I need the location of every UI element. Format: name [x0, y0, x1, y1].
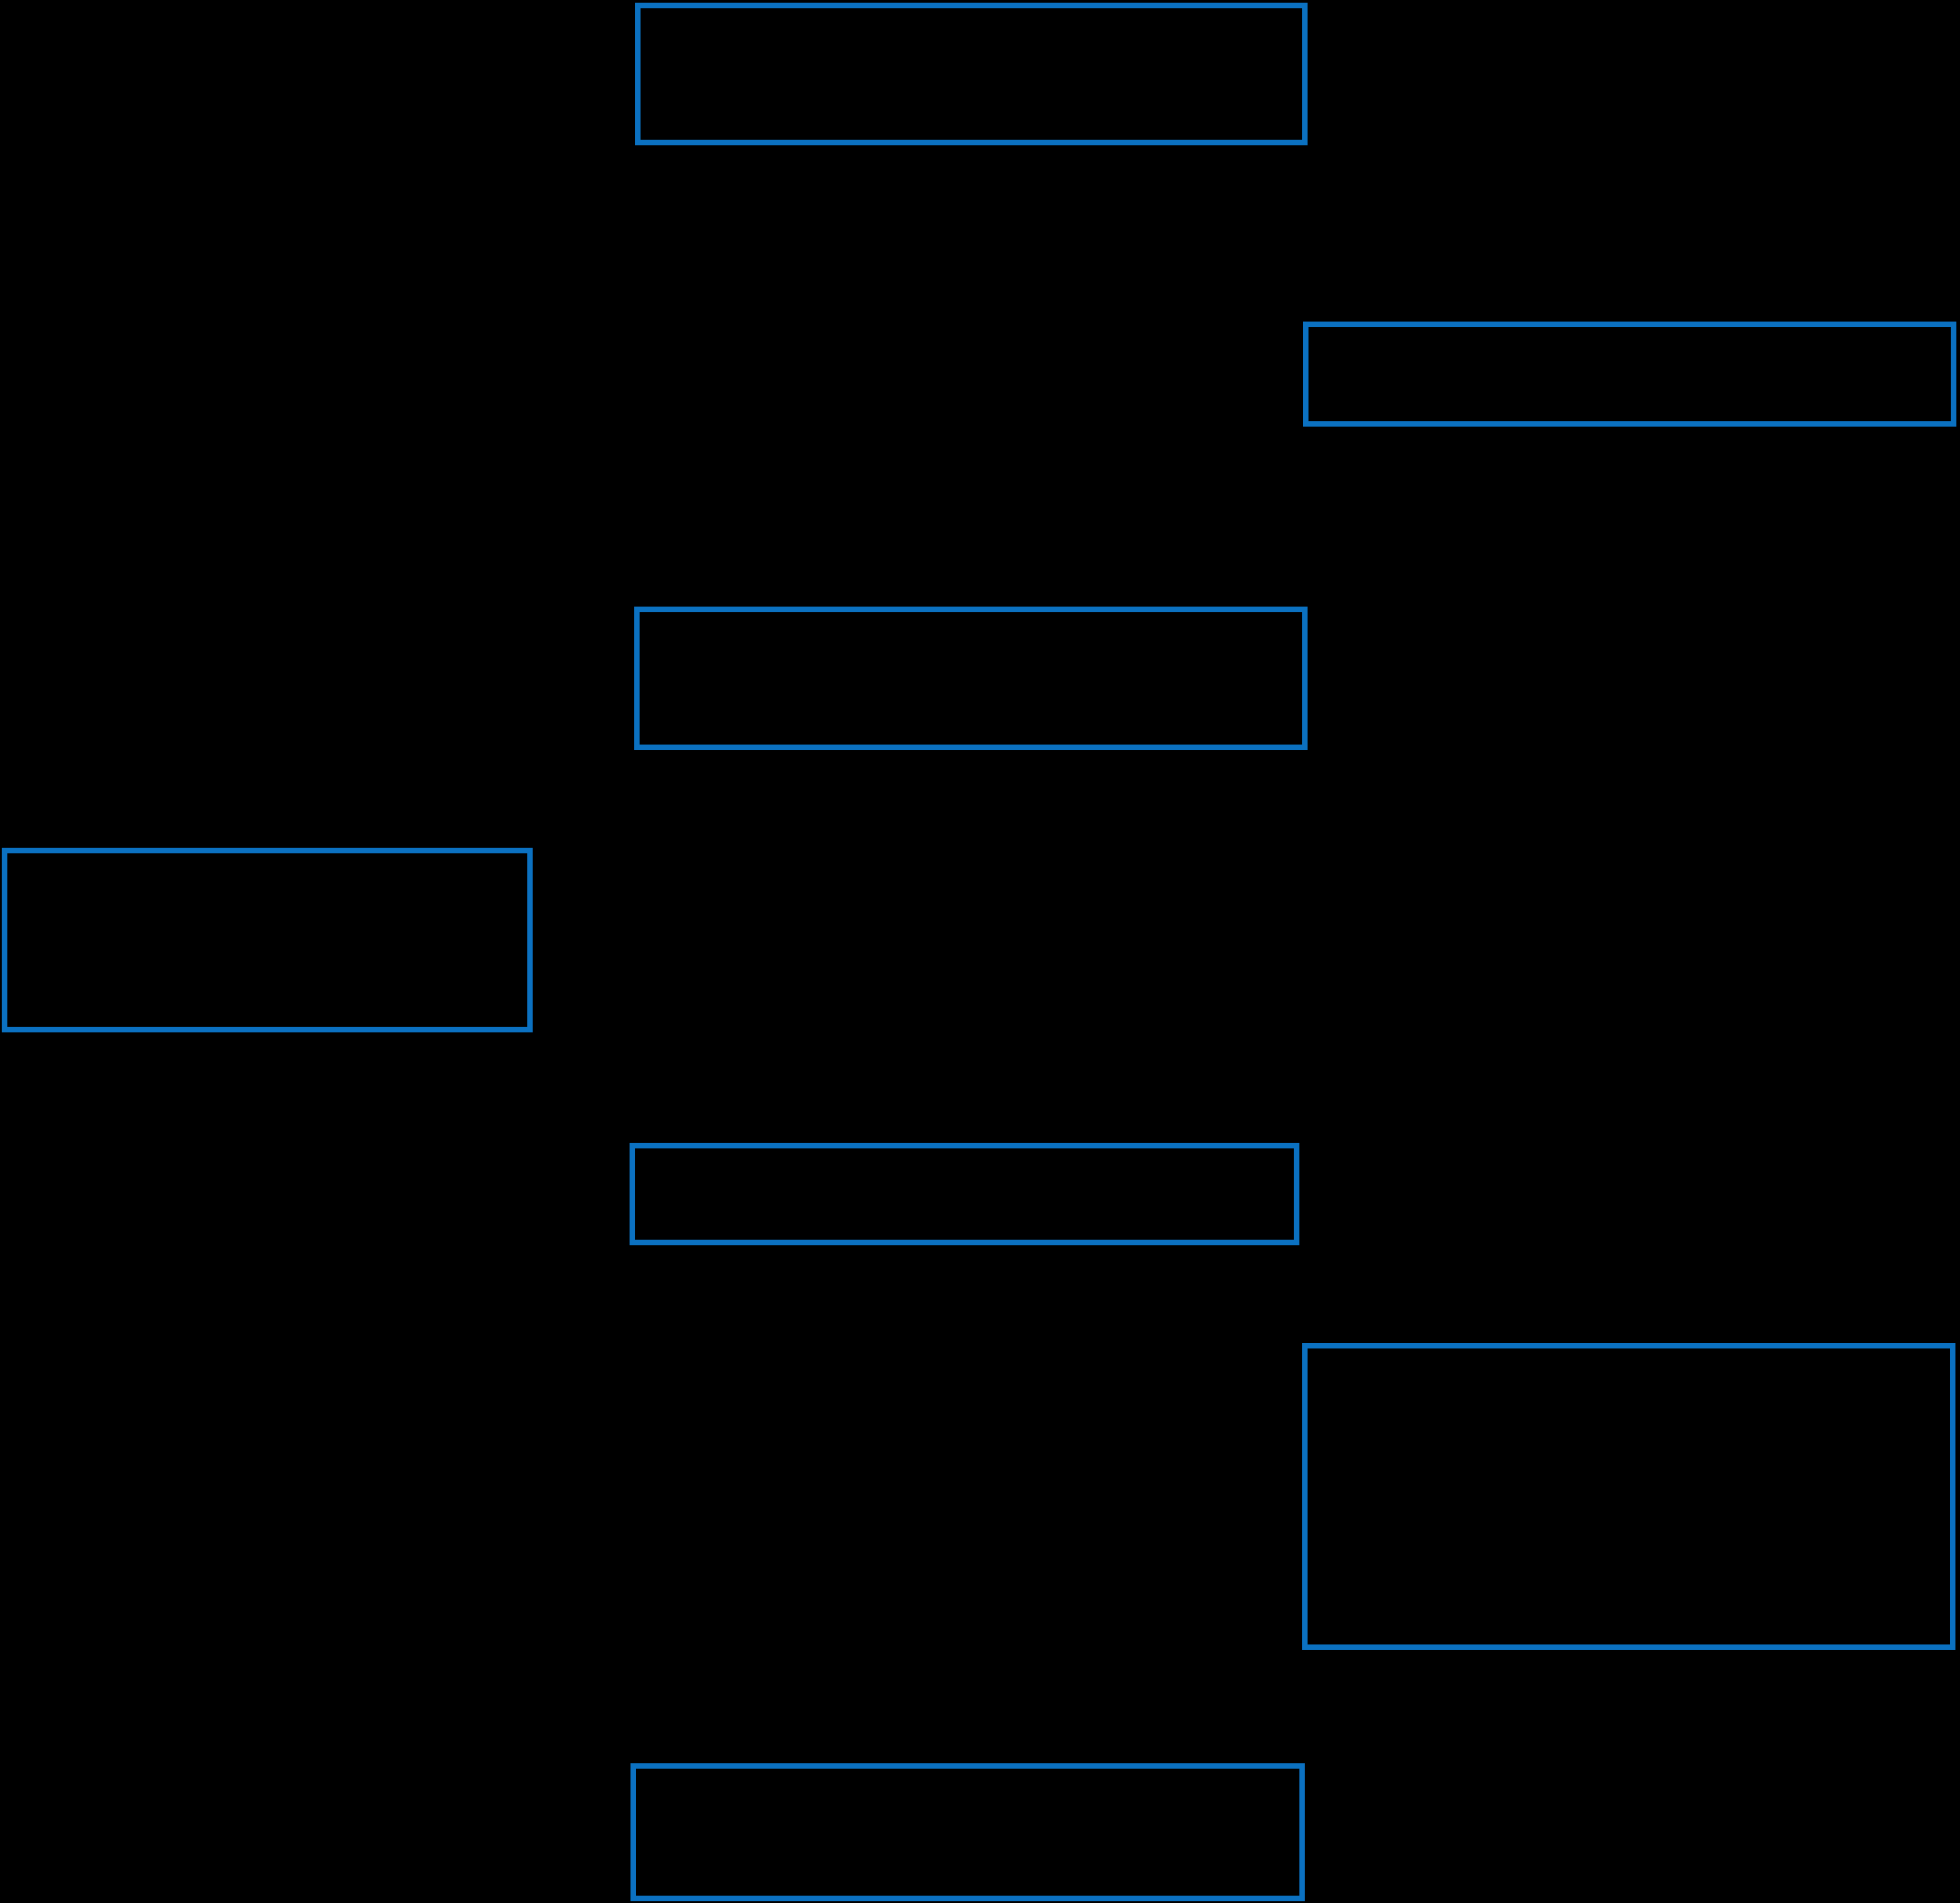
- bounding-box-right-upper: [1303, 322, 1956, 427]
- bounding-box-bottom-center: [630, 1763, 1305, 1901]
- bounding-box-center-upper: [634, 607, 1308, 750]
- bounding-box-left-middle: [2, 848, 533, 1032]
- bounding-box-top-center: [635, 3, 1308, 145]
- bounding-box-right-lower: [1302, 1343, 1955, 1650]
- bounding-box-center-middle: [630, 1143, 1299, 1245]
